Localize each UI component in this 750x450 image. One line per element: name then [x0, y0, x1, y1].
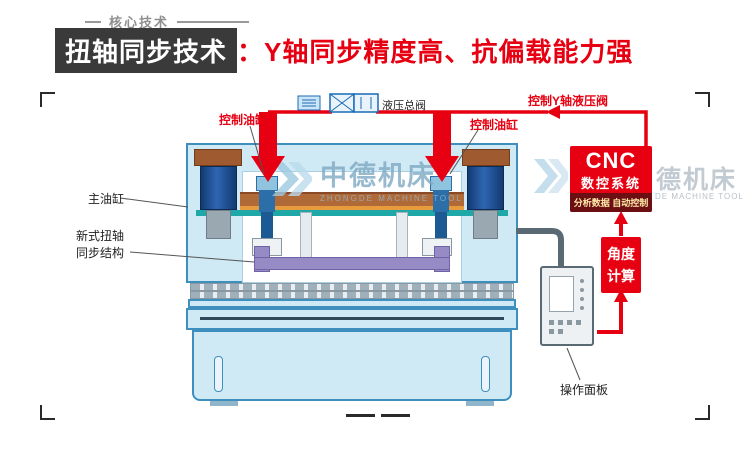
blade-bar — [188, 299, 516, 308]
tool-clamp-row-2 — [190, 291, 514, 299]
control-cylinder-left-body — [259, 191, 275, 212]
main-cylinder-label: 主油缸 — [88, 192, 125, 206]
crossbeam-orange-strip — [240, 206, 464, 210]
title-rest: ：Y轴同步精度高、抗偏载能力强 — [237, 37, 634, 67]
panel-to-angle-line — [597, 300, 623, 334]
panel-keypad — [549, 320, 585, 334]
cabinet-handle-right — [481, 356, 490, 392]
cnc-arrowhead — [614, 211, 628, 224]
panel-button-column — [580, 279, 584, 310]
cnc-subtitle: 数控系统 — [580, 176, 641, 191]
hydraulic-main-valve-label: 液压总阀 — [382, 100, 426, 112]
cabinet-handle-left — [214, 356, 223, 392]
main-cylinder-right-cap — [462, 149, 510, 166]
watermark-right-en: DE MACHINE TOOL — [655, 192, 744, 201]
control-cylinder-left-rod — [261, 212, 273, 240]
watermark-chevron-logo — [272, 161, 312, 196]
watermark-right-cn: 德机床 — [656, 166, 738, 194]
crop-mark-top-right — [695, 92, 710, 107]
workbench-die-slot — [200, 317, 504, 320]
hydraulic-valve-symbol — [297, 93, 379, 113]
kicker-dash-right — [177, 20, 250, 23]
crop-mark-top-left — [40, 92, 55, 107]
machine-foot-left — [210, 401, 238, 406]
watermark-right-chevron — [534, 159, 568, 193]
main-cylinder-right-piston — [473, 210, 498, 239]
torsion-structure-line1: 新式扭轴 — [76, 229, 125, 243]
angle-calc-line1: 角度 — [607, 246, 635, 262]
bottom-center-mark-right — [381, 414, 410, 417]
control-y-axis-valve-label: 控制Y轴液压阀 — [528, 94, 609, 108]
cnc-system-box: CNC 数控系统 分析数据 自动控制 — [570, 146, 652, 212]
machine-foot-right — [466, 401, 494, 406]
crop-mark-bottom-right — [695, 405, 710, 420]
watermark-center-en: ZHONGDE MACHINE TOOL — [320, 194, 463, 203]
cnc-caption: 分析数据 自动控制 — [570, 193, 652, 212]
main-cylinder-left-body — [200, 166, 237, 210]
control-cylinder-right-body — [433, 191, 449, 212]
panel-screen — [549, 276, 574, 312]
kicker-text: 核心技术 — [109, 15, 170, 30]
angle-calc-box: 角度 计算 — [601, 237, 641, 293]
watermark-center-cn: 中德机床 — [320, 161, 436, 191]
main-cylinder-left-cap — [194, 149, 242, 166]
control-cylinder-left-label: 控制油缸 — [219, 113, 268, 127]
title-box: 扭轴同步技术 — [55, 28, 238, 73]
kicker-row: 核心技术 — [85, 12, 250, 31]
control-cylinder-right-rod — [435, 212, 447, 240]
linkage-slat-left — [300, 212, 312, 260]
torsion-axis-bar — [254, 257, 450, 270]
linkage-slat-right — [396, 212, 408, 260]
lower-cabinet — [192, 330, 512, 401]
cnc-title: CNC — [585, 148, 637, 173]
angle-calc-line2: 计算 — [607, 268, 635, 284]
main-cylinder-left-piston — [206, 210, 231, 239]
torsion-structure-line2: 同步结构 — [76, 246, 125, 260]
hydraulic-control-lines — [268, 110, 648, 146]
operation-panel-label: 操作面板 — [560, 383, 609, 397]
sync-shaft-teal-bar — [196, 210, 508, 216]
crop-mark-bottom-left — [40, 405, 55, 420]
main-cylinder-right-body — [467, 166, 504, 210]
watermark-center: 中德机床 ZHONGDE MACHINE TOOL — [272, 154, 463, 203]
operation-panel — [540, 266, 594, 346]
torsion-structure-label: 新式扭轴 同步结构 — [76, 228, 124, 262]
pendant-arm — [516, 228, 564, 268]
tool-clamp-row-1 — [190, 283, 514, 291]
title-row: 扭轴同步技术 ：Y轴同步精度高、抗偏载能力强 — [55, 28, 633, 73]
kicker-dash-left — [85, 20, 101, 23]
control-cylinder-right-label: 控制油缸 — [470, 118, 519, 132]
bottom-center-mark-left — [346, 414, 375, 417]
